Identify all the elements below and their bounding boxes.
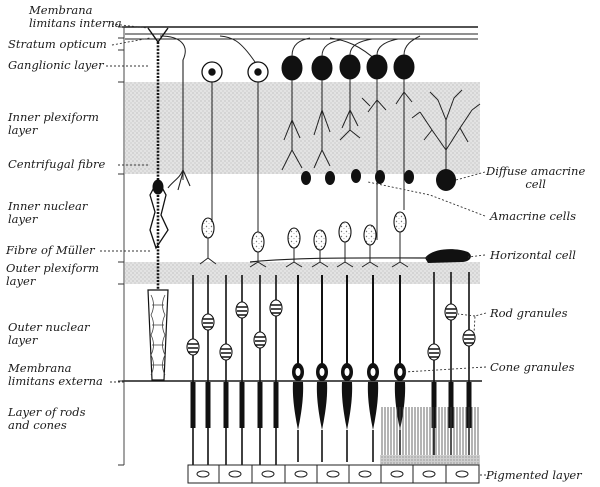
cones xyxy=(292,382,406,430)
pigment-dotted-band xyxy=(380,455,480,465)
left-brace xyxy=(118,26,125,466)
centrifugal-fibre-line xyxy=(167,60,191,191)
fibre-of-muller-cell xyxy=(147,27,169,381)
label-horizontal-cell: Horizontal cell xyxy=(490,248,576,262)
bipolar-cells xyxy=(201,211,407,253)
cone-granules-group xyxy=(292,363,406,381)
pigment-processes xyxy=(380,407,480,463)
label-inner-nuclear-layer: Inner nuclear layer xyxy=(8,199,88,226)
label-membrana-limitans-interna: Membrana limitans interna xyxy=(29,3,122,30)
horizontal-cell-process xyxy=(249,257,429,263)
rod-granule-stripes xyxy=(188,304,474,358)
label-stratum-opticum: Stratum opticum xyxy=(8,37,107,51)
label-rod-granules: Rod granules xyxy=(490,306,568,320)
label-amacrine-cells: Amacrine cells xyxy=(490,209,577,223)
label-fibre-of-muller: Fibre of Müller xyxy=(6,243,95,257)
label-layer-of-rods-and-cones: Layer of rods and cones xyxy=(8,405,86,432)
stratum-opticum-fibres xyxy=(124,33,479,180)
outer-plexiform-band xyxy=(125,262,480,284)
horizontal-cell-body xyxy=(425,249,471,263)
label-diffuse-amacrine-cell: Diffuse amacrine cell xyxy=(486,164,586,191)
pigmented-layer-nuclei xyxy=(196,470,469,478)
label-pigmented-layer: Pigmented layer xyxy=(486,468,582,482)
label-cone-granules: Cone granules xyxy=(490,360,575,374)
label-centrifugal-fibre: Centrifugal fibre xyxy=(8,157,106,171)
inner-plexiform-band xyxy=(125,82,480,174)
label-ganglionic-layer: Ganglionic layer xyxy=(8,58,104,72)
label-outer-plexiform-layer: Outer plexiform layer xyxy=(6,261,100,288)
muller-foot-mesh xyxy=(150,294,166,376)
rods xyxy=(190,382,472,428)
bipolar-processes xyxy=(199,232,409,268)
ganglion-cells xyxy=(201,54,415,83)
right-leaders xyxy=(367,171,487,476)
ganglion-dendrites xyxy=(211,79,413,240)
label-membrana-limitans-externa: Membrana limitans externa xyxy=(8,361,103,388)
label-inner-plexiform-layer: Inner plexiform layer xyxy=(8,110,99,137)
ganglion-axons xyxy=(291,35,421,57)
cone-fibres xyxy=(297,275,401,365)
left-leaders xyxy=(100,23,152,383)
diffuse-amacrine-body xyxy=(436,169,456,191)
rod-granules-group xyxy=(186,299,476,361)
amacrine-cell-bodies xyxy=(301,169,414,185)
label-outer-nuclear-layer: Outer nuclear layer xyxy=(8,320,90,347)
diffuse-amacrine-dendrites xyxy=(411,89,481,172)
